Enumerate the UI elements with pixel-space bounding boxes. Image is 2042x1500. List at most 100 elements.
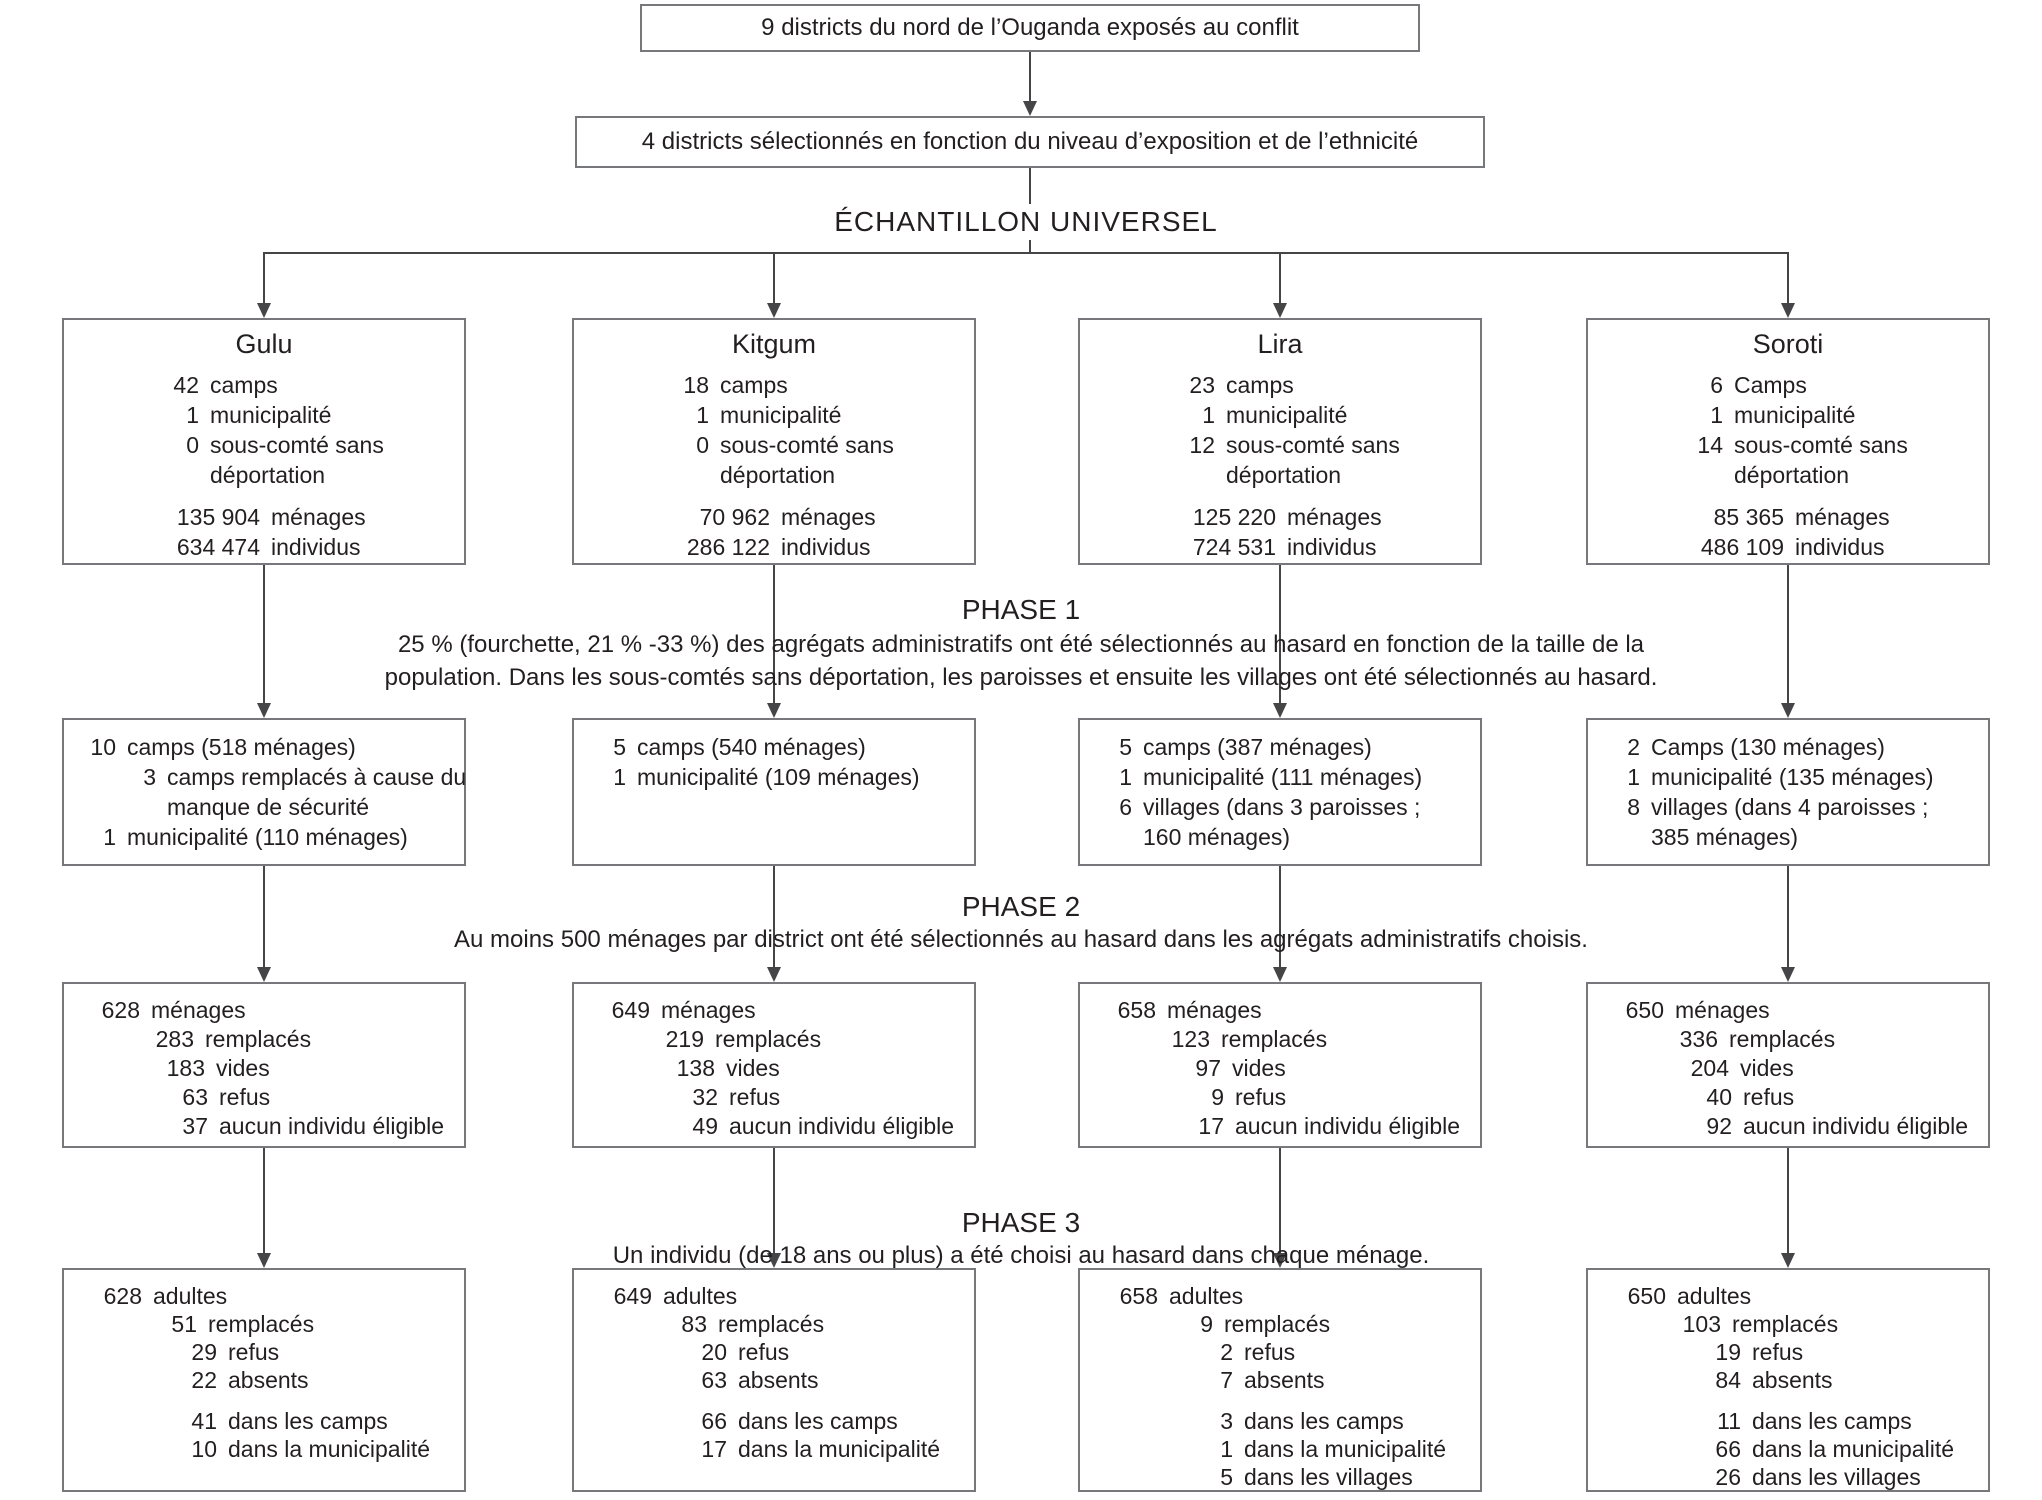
stat-value: 0 [186, 432, 199, 458]
stat-value: 658 [1119, 1283, 1158, 1309]
stat-label: remplacés [1729, 1026, 1836, 1052]
stat-value: 204 [1690, 1055, 1729, 1081]
stat-label: dans les camps [1244, 1408, 1404, 1434]
connector-line [263, 1148, 265, 1254]
stat-value: 10 [90, 734, 116, 760]
stat-label: absents [738, 1367, 819, 1393]
stat-value: 63 [182, 1084, 208, 1110]
stat-label: ménages [151, 997, 246, 1023]
stat-label: camps (387 ménages) [1143, 734, 1372, 760]
stat-value: 10 [191, 1436, 217, 1462]
connector-line [773, 252, 775, 304]
stat-label: camps [720, 372, 788, 398]
stat-label: absents [1244, 1367, 1325, 1393]
stat-value: 650 [1627, 1283, 1666, 1309]
arrowhead-icon [1023, 101, 1037, 116]
stat-row: 3 dans les camps [1080, 1407, 1480, 1435]
stat-label: adultes [1169, 1283, 1244, 1309]
stat-value: 22 [191, 1367, 217, 1393]
connector-line [263, 252, 265, 304]
stat-label: sous-comté sans [720, 432, 894, 458]
stat-value: 135 904 [176, 504, 260, 530]
stat-label: municipalité (111 ménages) [1143, 764, 1423, 790]
stat-value: 1 [186, 402, 199, 428]
stat-value: 23 [1189, 372, 1215, 398]
stat-value: 18 [683, 372, 709, 398]
stat-label: sous-comté sans [1734, 432, 1908, 458]
stat-value: 486 109 [1700, 534, 1784, 560]
arrowhead-icon [257, 303, 271, 318]
arrowhead-icon [1273, 703, 1287, 718]
stat-value: 649 [611, 997, 650, 1023]
stat-label: ménages [1167, 997, 1262, 1023]
stat-label: municipalité [1226, 402, 1348, 428]
stat-value: 2 [1220, 1339, 1233, 1365]
stat-value: 29 [191, 1339, 217, 1365]
universal-sample-label: ÉCHANTILLON UNIVERSEL [716, 204, 1336, 240]
stat-value: 9 [1211, 1084, 1224, 1110]
stat-value: 70 962 [699, 504, 770, 530]
stat-value: 628 [103, 1283, 142, 1309]
stat-label: municipalité (110 ménages) [127, 824, 408, 850]
phase-3-description-line-1: Un individu (de 18 ans ou plus) a été ch… [612, 1242, 1430, 1269]
stat-value: 41 [191, 1408, 217, 1434]
stat-label: sous-comté sans [1226, 432, 1400, 458]
stat-value: 20 [701, 1339, 727, 1365]
stat-label: ménages [1795, 504, 1890, 530]
district-title-kitgum: Kitgum [731, 329, 817, 359]
stat-value: 1 [1710, 402, 1723, 428]
phase-3-title: PHASE 3 [961, 1207, 1081, 1238]
arrowhead-icon [767, 1253, 781, 1268]
top-box-exposed-districts: 9 districts du nord de l’Ouganda exposés… [640, 4, 1420, 52]
stat-label: refus [738, 1339, 790, 1365]
stat-row: manque de sécurité [64, 792, 464, 822]
stat-label: Camps [1734, 372, 1807, 398]
phase-1-description-line-2: population. Dans les sous-comtés sans dé… [384, 664, 1658, 691]
stat-value: 336 [1679, 1026, 1718, 1052]
stat-label: 385 ménages) [1651, 824, 1799, 850]
stat-label: 160 ménages) [1143, 824, 1291, 850]
stat-label: vides [726, 1055, 780, 1081]
connector-line [263, 252, 1789, 254]
connector-line [263, 565, 265, 704]
stat-label: dans la municipalité [738, 1436, 941, 1462]
stat-label: absents [1752, 1367, 1833, 1393]
stat-label: sous-comté sans [210, 432, 384, 458]
stat-value: 286 122 [686, 534, 770, 560]
phase-1-title: PHASE 1 [961, 594, 1081, 625]
stat-label: vides [216, 1055, 270, 1081]
stat-value: 9 [1200, 1311, 1213, 1337]
stat-value: 97 [1195, 1055, 1221, 1081]
stat-label: remplacés [208, 1311, 315, 1337]
stat-value: 3 [1220, 1408, 1233, 1434]
stat-label: refus [228, 1339, 280, 1365]
arrowhead-icon [1781, 703, 1795, 718]
stat-value: 1 [1627, 764, 1640, 790]
